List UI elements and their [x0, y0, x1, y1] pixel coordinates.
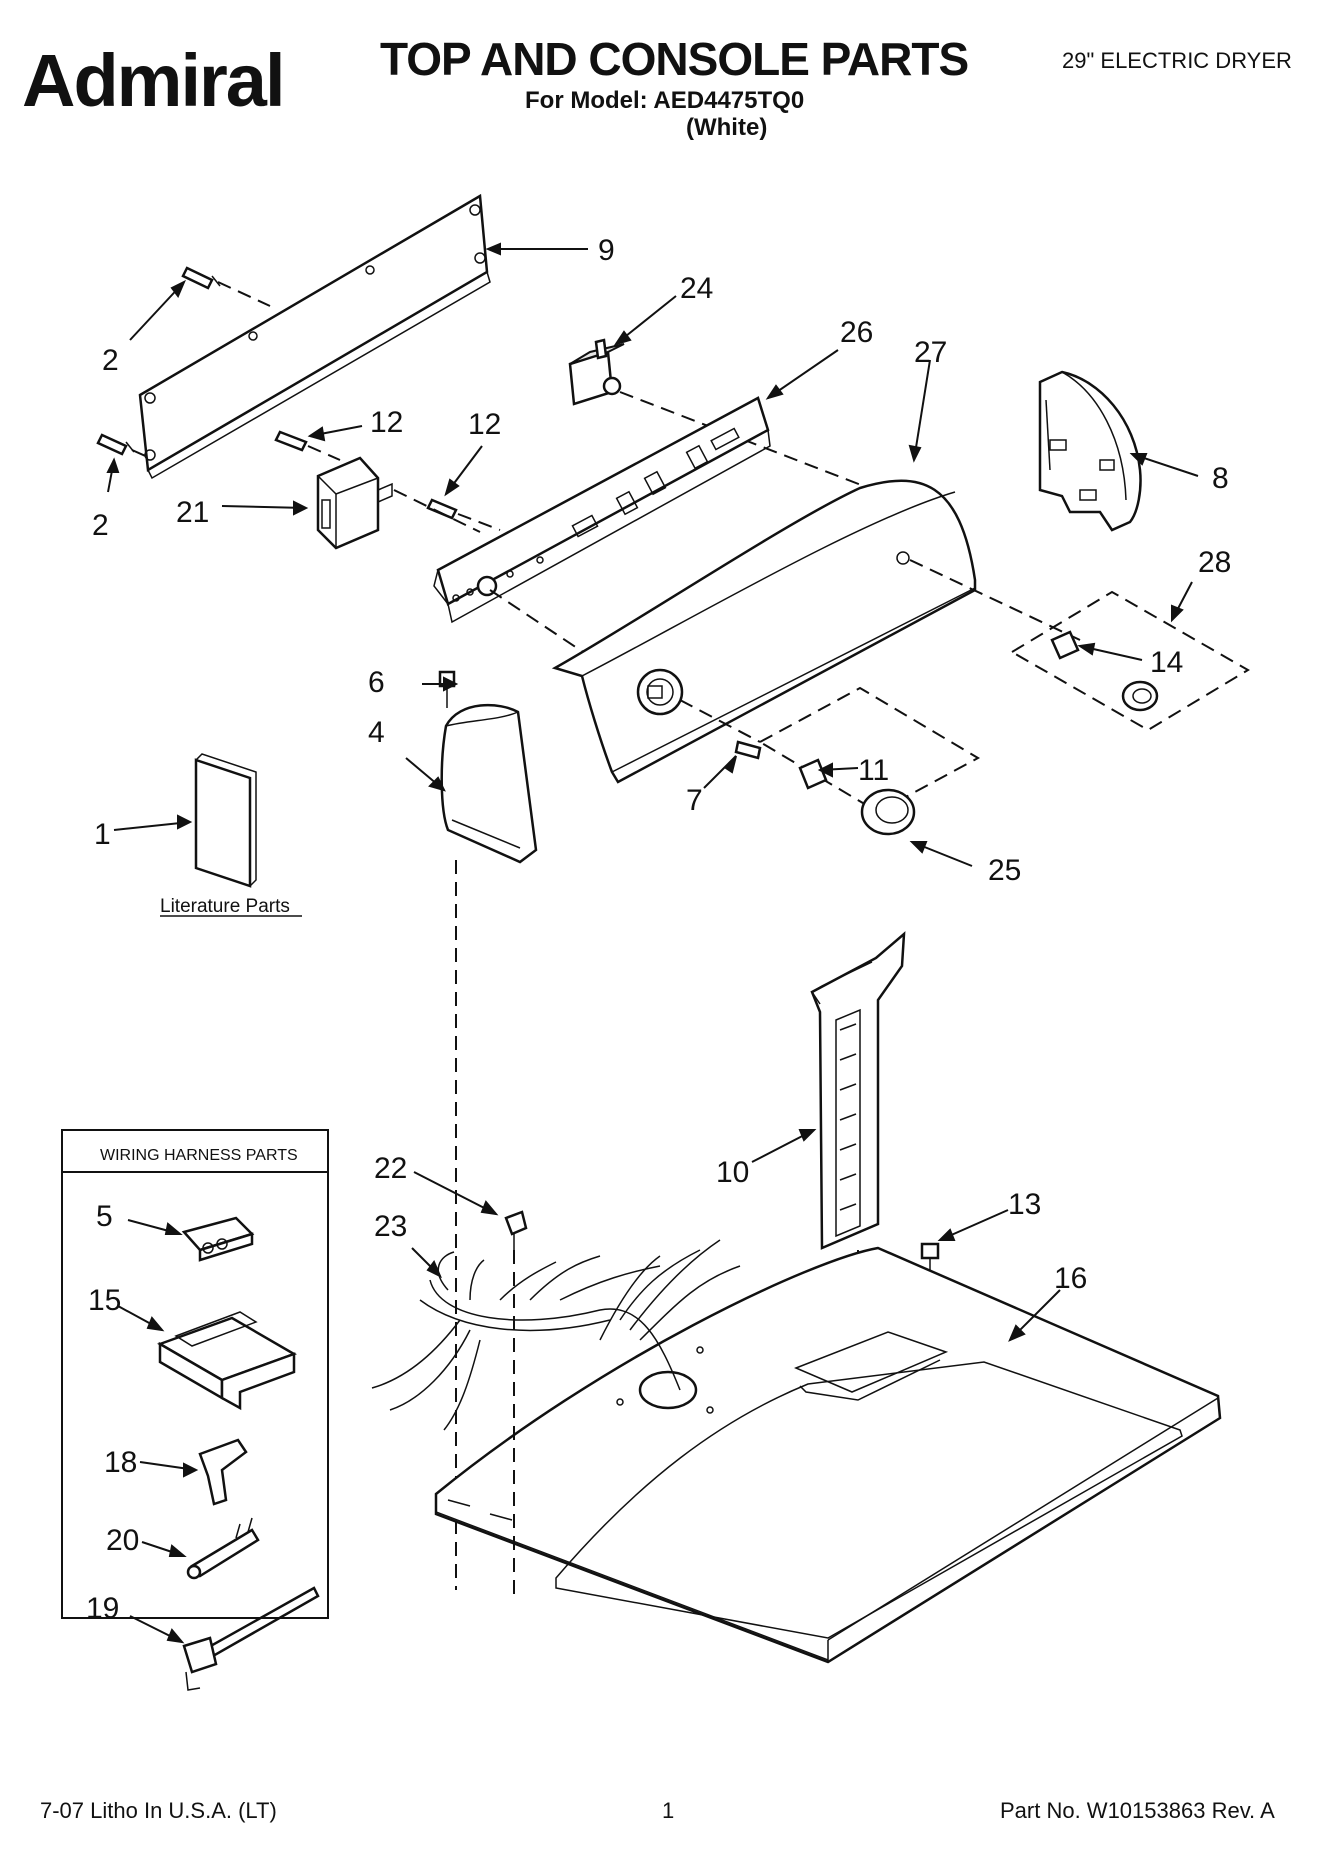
part-23-wire-harness [371, 1239, 741, 1431]
literature-label: Literature Parts [160, 896, 290, 917]
footer-page-number: 1 [662, 1798, 675, 1823]
callout-23: 23 [374, 1210, 407, 1243]
part-7-screw [734, 740, 762, 760]
model-number: For Model: AED4475TQ0 [525, 87, 805, 114]
part-21-timer [316, 456, 393, 550]
part-12-screw-right [426, 498, 458, 520]
brand-logo: Admiral [22, 39, 286, 122]
callout-18: 18 [104, 1446, 137, 1479]
callout-6: 6 [368, 666, 385, 699]
part-4-console-end-panel [440, 703, 538, 864]
part-24-switch [568, 338, 625, 406]
callout-20: 20 [106, 1524, 139, 1557]
part-26-console-bracket [433, 396, 771, 624]
part-20-terminal [186, 1517, 260, 1580]
callout-25: 25 [988, 854, 1021, 887]
page-title: TOP AND CONSOLE PARTS [380, 33, 969, 85]
part-25-knob-assembly [757, 686, 981, 836]
footer-part-number: Part No. W10153863 Rev. A [1000, 1798, 1275, 1823]
callout-8: 8 [1212, 462, 1229, 495]
part-28-knob-assembly [1010, 590, 1250, 732]
callout-4: 4 [368, 716, 385, 749]
part-16-dryer-top [434, 1246, 1222, 1664]
callout-27: 27 [914, 336, 947, 369]
callout-28: 28 [1198, 546, 1231, 579]
callout-21: 21 [176, 496, 209, 529]
callout-13: 13 [1008, 1188, 1041, 1221]
part-15-connector-block [157, 1311, 297, 1411]
callout-10: 10 [716, 1156, 749, 1189]
wiring-box-title: WIRING HARNESS PARTS [100, 1147, 298, 1164]
callout-24: 24 [680, 272, 713, 305]
part-5-connector [181, 1216, 255, 1262]
callout-1: 1 [94, 818, 111, 851]
footer-litho: 7-07 Litho In U.S.A. (LT) [40, 1798, 277, 1823]
callout-26: 26 [840, 316, 873, 349]
callout-11: 11 [858, 754, 889, 787]
part-6-screw [438, 670, 456, 708]
callout-7: 7 [686, 784, 703, 817]
callout-2-lower: 2 [92, 509, 109, 542]
callout-16: 16 [1054, 1262, 1087, 1295]
part-18-clip [198, 1438, 248, 1506]
callout-5: 5 [96, 1200, 113, 1233]
part-8-end-cap [1038, 370, 1142, 532]
part-10-lint-screen [810, 931, 906, 1250]
callout-9: 9 [598, 234, 615, 267]
part-27-console [551, 479, 977, 784]
callout-numbers: 9 2 2 12 12 21 24 26 27 8 28 14 6 4 7 11… [86, 234, 1231, 1625]
callout-12-left: 12 [370, 406, 403, 439]
part-2-screw-upper [181, 266, 221, 290]
model-color: (White) [686, 114, 768, 141]
callout-14: 14 [1150, 646, 1183, 679]
callout-12-right: 12 [468, 408, 501, 441]
part-2-screw-lower [96, 433, 135, 456]
part-12-screw-left [274, 430, 308, 452]
callout-22: 22 [374, 1152, 407, 1185]
leader-lines [106, 242, 1199, 1644]
callout-15: 15 [88, 1284, 121, 1317]
part-22-wire-clip [504, 1210, 528, 1250]
callout-19: 19 [86, 1592, 119, 1625]
part-19-cable-tie [182, 1586, 320, 1691]
product-type: 29" ELECTRIC DRYER [1062, 48, 1292, 73]
part-9-rear-panel [138, 193, 491, 480]
part-1-literature [194, 753, 257, 888]
callout-2-upper: 2 [102, 344, 119, 377]
